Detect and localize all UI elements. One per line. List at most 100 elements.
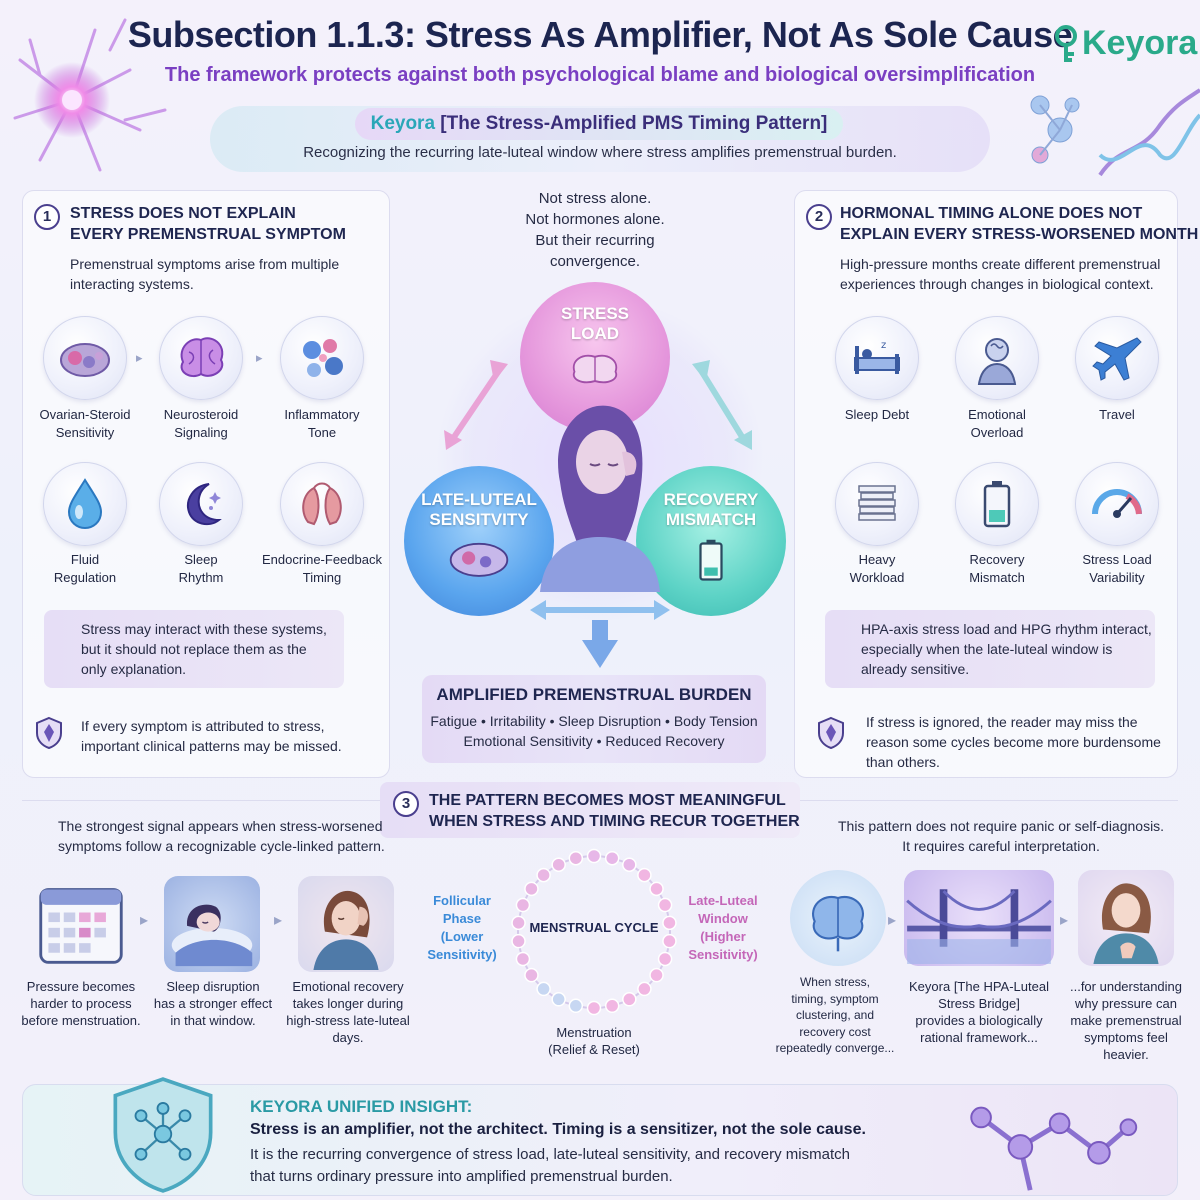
insight-headline: Stress is an amplifier, not the architec…	[250, 1121, 866, 1138]
key-icon	[1055, 25, 1077, 62]
glowing-brain-icon	[812, 895, 864, 952]
battery-icon	[699, 539, 723, 581]
keyora-logo: Keyora	[1052, 18, 1197, 68]
pattern-title-pill: Keyora [The Stress-Amplified PMS Timing …	[355, 108, 843, 140]
section-3-right-intro: This pattern does not require panic or s…	[838, 818, 1165, 854]
molecule-illustration	[970, 1106, 1138, 1191]
cycle-center-label: MENSTRUAL CYCLE	[529, 920, 659, 935]
cycle-bead	[536, 867, 551, 883]
glands-icon	[302, 482, 342, 526]
section-2-warning: If stress is ignored, the reader may mis…	[866, 714, 1161, 770]
recovery-mismatch-icon-circle	[955, 462, 1039, 546]
cycle-bead	[604, 850, 620, 866]
bridge-icon	[906, 889, 1052, 964]
shield-network-icon	[113, 1077, 213, 1193]
sleep-debt-icon-circle: z	[835, 316, 919, 400]
cells-icon	[303, 339, 343, 377]
cycle-bead	[637, 867, 652, 883]
stressed-woman-picture	[298, 876, 394, 972]
cycle-bead	[657, 951, 673, 967]
insight-text: It is the recurring convergence of stres…	[250, 1146, 850, 1185]
pattern-title: [The Stress-Amplified PMS Timing Pattern…	[440, 113, 828, 134]
cycle-bead	[568, 998, 584, 1014]
arrow-right-icon: ▸	[274, 912, 283, 929]
section-1-number: 1	[34, 204, 60, 230]
shield-icon	[818, 716, 844, 750]
convergence-arrows	[444, 360, 752, 668]
recovery-mismatch-bubble: RECOVERY MISMATCH	[636, 466, 786, 616]
brain-icon	[572, 354, 618, 384]
cycle-bead	[586, 848, 602, 864]
cycle-bead	[515, 951, 531, 967]
gauge-icon	[1092, 489, 1142, 518]
ovary-icon	[60, 343, 110, 377]
endocrine-feedback-icon-circle	[280, 462, 364, 546]
cycle-bead	[662, 933, 677, 949]
section-3-title: THE PATTERN BECOMES MOST MEANINGFUL WHEN…	[429, 792, 800, 830]
step-emotional-recovery-label: Emotional recovery takes longer during h…	[286, 979, 410, 1045]
follicular-phase-label: Follicular Phase (Lower Sensitivity)	[427, 893, 497, 962]
emotional-overload-icon-circle	[955, 316, 1039, 400]
cycle-bead	[536, 981, 551, 997]
menstrual-cycle-ring	[511, 848, 677, 1016]
cycle-bead	[622, 992, 637, 1007]
section-2-note: HPA-axis stress load and HPG rhythm inte…	[825, 610, 1155, 688]
airplane-icon	[1092, 337, 1142, 381]
step-sleep-disruption-label: Sleep disruption has a stronger effect i…	[153, 979, 273, 1028]
step-understanding-label: ...for understanding why pressure can ma…	[1069, 979, 1183, 1062]
calm-woman-picture	[1078, 870, 1174, 966]
bed-icon: z	[854, 340, 900, 374]
stress-load-variability-icon-circle	[1075, 462, 1159, 546]
amplified-burden-box: AMPLIFIED PREMENSTRUAL BURDEN Fatigue • …	[422, 675, 766, 763]
item-travel-label: Travel	[1099, 407, 1135, 422]
arrow-head-icon	[490, 360, 508, 382]
shield-icon	[36, 716, 62, 750]
brain-icon	[180, 337, 224, 378]
calendar-icon	[39, 888, 123, 964]
unified-insight-box	[22, 1084, 1178, 1196]
heavy-workload-icon-circle	[835, 462, 919, 546]
cycle-bead	[511, 915, 526, 931]
calm-woman-icon	[1093, 883, 1159, 964]
cycle-bead	[662, 915, 677, 931]
fluid-regulation-icon-circle	[43, 462, 127, 546]
cycle-bead	[551, 992, 566, 1007]
step-convergence-label: When stress, timing, symptom clustering,…	[775, 975, 895, 1055]
burden-title: AMPLIFIED PREMENSTRUAL BURDEN	[436, 685, 752, 704]
sleep-rhythm-icon-circle	[159, 462, 243, 546]
arrow-right-icon: ▸	[256, 350, 263, 365]
cycle-bead	[657, 897, 673, 913]
item-sleep-debt-label: Sleep Debt	[844, 407, 910, 422]
battery-icon	[983, 481, 1011, 528]
arrow-right-icon: ▸	[888, 912, 897, 929]
neuron-illustration	[13, 18, 167, 172]
svg-text:z: z	[881, 340, 886, 351]
arrow-right-icon: ▸	[136, 350, 143, 365]
section-2-intro: High-pressure months create different pr…	[840, 256, 1161, 292]
sleeping-woman-icon	[171, 904, 253, 967]
sleeping-woman-picture	[164, 876, 260, 972]
section-2-number: 2	[806, 204, 832, 230]
section-2-title: HORMONAL TIMING ALONE DOES NOT EXPLAIN E…	[840, 205, 1199, 243]
section-1-title: STRESS DOES NOT EXPLAIN EVERY PREMENSTRU…	[70, 205, 346, 243]
cycle-bead	[586, 1000, 602, 1016]
cycle-bead	[515, 897, 531, 913]
stressed-woman-icon	[313, 890, 379, 970]
late-luteal-bubble: LATE-LUTEAL SENSITVITY	[404, 466, 554, 616]
cycle-bead	[524, 881, 539, 897]
section-1-intro: Premenstrual symptoms arise from multipl…	[70, 256, 340, 292]
cycle-bead	[551, 857, 566, 872]
moon-icon	[187, 483, 222, 526]
page-subtitle: The framework protects against both psyc…	[164, 64, 1036, 86]
neurosteroid-icon-circle	[159, 316, 243, 400]
ovarian-steroid-icon-circle	[43, 316, 127, 400]
